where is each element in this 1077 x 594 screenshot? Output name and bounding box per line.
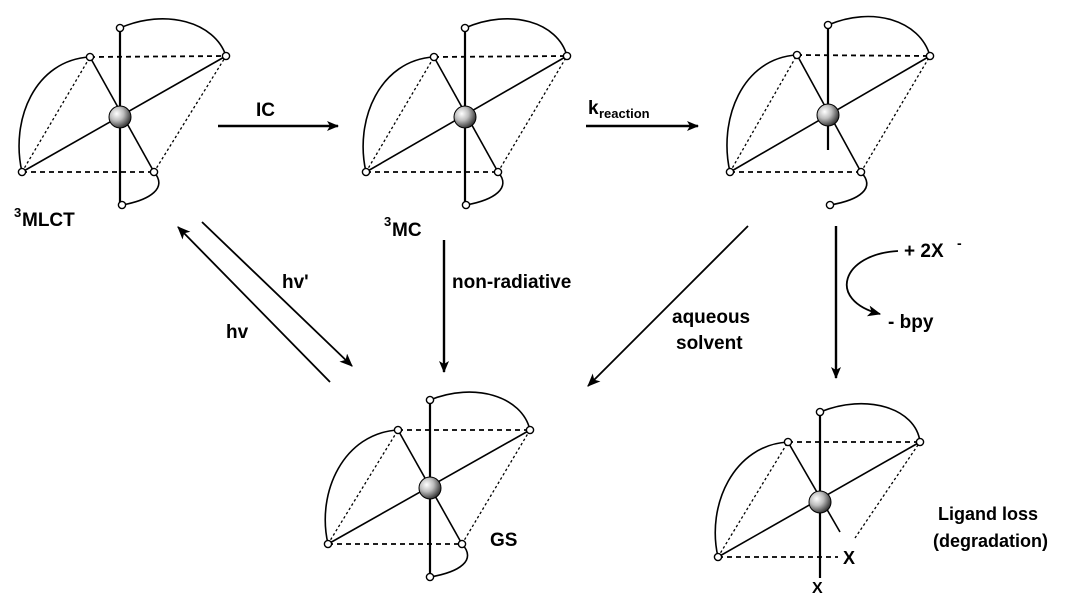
complex-reacted <box>725 15 935 210</box>
mc-label: MC <box>392 220 422 241</box>
x-ligand-bottom: X <box>812 580 823 594</box>
complex-gs <box>323 391 535 582</box>
ic-label: IC <box>256 100 275 121</box>
complex-degraded <box>713 402 925 578</box>
k-subscript: reaction <box>599 106 650 121</box>
curved-exchange-arrow <box>846 250 899 317</box>
aqueous-label-line1: aqueous <box>672 307 750 328</box>
aqueous-label-line2: solvent <box>676 333 743 354</box>
mlct-superscript: 3 <box>14 205 21 220</box>
plus-x-superscript: - <box>957 235 962 251</box>
hv-label: hv <box>226 322 249 343</box>
gs-label: GS <box>490 530 517 551</box>
hv-arrow <box>177 226 331 383</box>
hv-prime-label: hv' <box>282 272 309 293</box>
mlct-label: MLCT <box>22 210 75 231</box>
plus-x-label: + 2X <box>904 241 944 262</box>
hv-prime-arrow <box>201 221 353 367</box>
minus-bpy-label: - bpy <box>888 312 934 333</box>
complex-mlct <box>17 18 231 210</box>
degradation-caption-line2: (degradation) <box>933 531 1048 551</box>
complex-mc <box>361 18 572 210</box>
x-ligand-right: X <box>843 548 855 568</box>
aqueous-arrow <box>587 225 749 387</box>
mc-superscript: 3 <box>384 214 391 229</box>
non-radiative-label: non-radiative <box>452 272 571 293</box>
k-label: k <box>588 98 599 119</box>
degradation-caption-line1: Ligand loss <box>938 504 1038 524</box>
